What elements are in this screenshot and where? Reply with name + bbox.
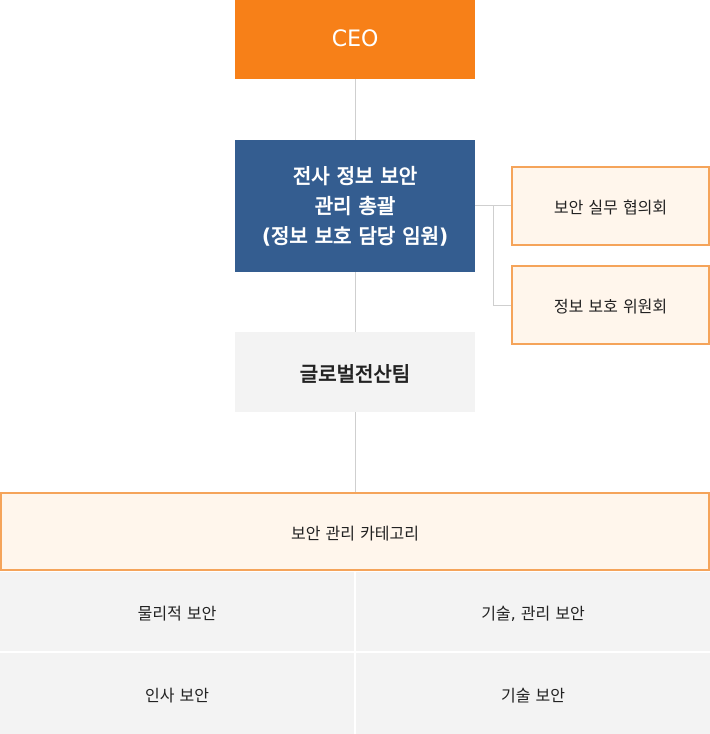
connector-committee-branch	[493, 205, 494, 305]
category-cell-personnel: 인사 보안	[0, 653, 354, 734]
team-label: 글로벌전산팀	[299, 361, 411, 386]
category-cell-label: 기술 보안	[501, 685, 565, 705]
connector-team-category	[355, 412, 356, 492]
category-cell-technical: 기술 보안	[356, 653, 710, 734]
category-cell-label: 기술, 관리 보안	[481, 603, 585, 623]
ceo-label: CEO	[331, 27, 379, 52]
category-cell-tech-management: 기술, 관리 보안	[356, 572, 710, 651]
category-cell-physical: 물리적 보안	[0, 572, 354, 651]
connector-executive-team	[355, 272, 356, 332]
committee-box-security-practice: 보안 실무 협의회	[511, 166, 710, 246]
executive-box: 전사 정보 보안 관리 총괄 (정보 보호 담당 임원)	[235, 140, 475, 272]
executive-line-3: (정보 보호 담당 임원)	[261, 224, 449, 248]
executive-line-1: 전사 정보 보안	[292, 164, 418, 188]
committee-label: 보안 실무 협의회	[553, 198, 668, 217]
connector-ceo-executive	[355, 79, 356, 140]
connector-committee-lower	[493, 305, 511, 306]
category-cell-label: 인사 보안	[145, 685, 209, 705]
ceo-box: CEO	[235, 0, 475, 79]
committee-box-information-protection: 정보 보호 위원회	[511, 265, 710, 345]
category-cell-label: 물리적 보안	[137, 603, 217, 623]
team-box: 글로벌전산팀	[235, 332, 475, 412]
committee-label: 정보 보호 위원회	[553, 297, 668, 316]
category-header: 보안 관리 카테고리	[0, 492, 710, 571]
category-title: 보안 관리 카테고리	[291, 523, 419, 543]
executive-line-2: 관리 총괄	[314, 194, 396, 218]
